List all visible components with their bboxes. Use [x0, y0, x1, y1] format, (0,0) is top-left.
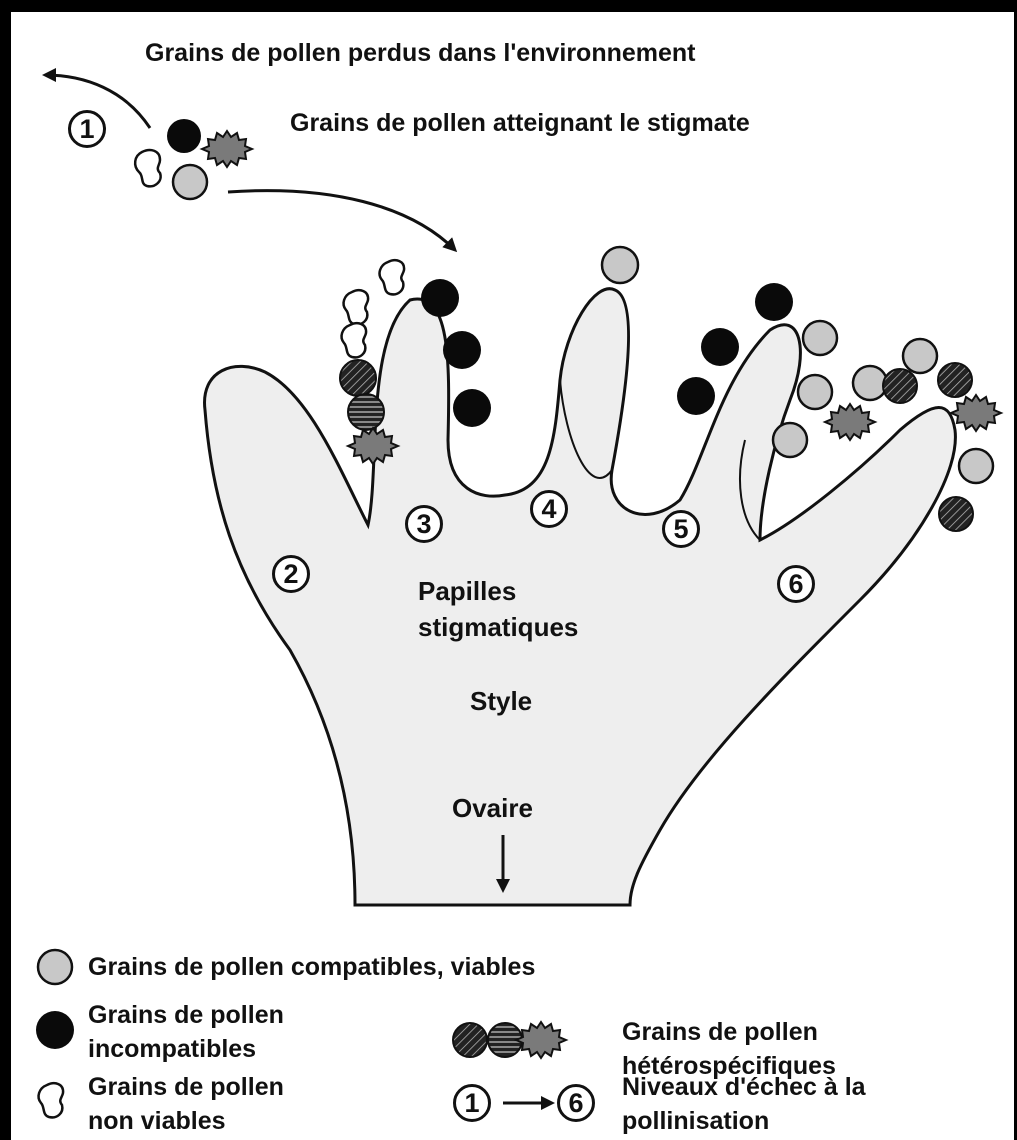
- compatible-grain: [602, 247, 638, 283]
- reaching-arrow: [228, 191, 455, 250]
- heterospecific-hatched-grain: [939, 497, 973, 531]
- legend-compatible-label: Grains de pollen compatibles, viables: [88, 952, 535, 982]
- incompatible-grain: [443, 331, 481, 369]
- level-2-marker: 2: [272, 555, 310, 593]
- compatible-grain: [798, 375, 832, 409]
- compatible-grain: [803, 321, 837, 355]
- incompatible-grain: [453, 389, 491, 427]
- ovary-label: Ovaire: [452, 793, 533, 823]
- incompatible-grain: [167, 119, 201, 153]
- nonviable-grain: [344, 290, 369, 324]
- compatible-grain: [959, 449, 993, 483]
- legend-incompatible-label: Grains de pollen incompatibles: [88, 998, 284, 1066]
- incompatible-grain: [421, 279, 459, 317]
- heterospecific-hatched-grain: [883, 369, 917, 403]
- level-1-marker: 1: [68, 110, 106, 148]
- heterospecific-striped-grain: [348, 394, 384, 430]
- incompatible-grain: [701, 328, 739, 366]
- incompatible-grain: [755, 283, 793, 321]
- compatible-grain: [773, 423, 807, 457]
- style-label: Style: [470, 686, 532, 716]
- papilles-label: Papilles stigmatiques: [418, 573, 578, 645]
- reaching-pollen-label: Grains de pollen atteignant le stigmate: [290, 108, 750, 138]
- legend-range-to: 6: [557, 1084, 595, 1122]
- level-6-marker: 6: [777, 565, 815, 603]
- legend-nonviable-icon: [39, 1083, 64, 1117]
- lost-pollen-label: Grains de pollen perdus dans l'environne…: [145, 38, 696, 68]
- level-5-marker: 5: [662, 510, 700, 548]
- legend-failure-label: Niveaux d'échec à la pollinisation: [622, 1070, 866, 1138]
- nonviable-grain: [342, 323, 367, 357]
- nonviable-grain: [135, 150, 161, 186]
- compatible-grain: [173, 165, 207, 199]
- stigma-body: [205, 289, 956, 905]
- legend-incompatible-icon: [36, 1011, 74, 1049]
- legend-hatched-icon: [453, 1023, 487, 1057]
- compatible-grain: [903, 339, 937, 373]
- heterospecific-hatched-grain: [340, 360, 376, 396]
- legend-spiky-icon: [516, 1022, 566, 1058]
- heterospecific-hatched-grain: [938, 363, 972, 397]
- level-4-marker: 4: [530, 490, 568, 528]
- legend-nonviable-label: Grains de pollen non viables: [88, 1070, 284, 1138]
- nonviable-grain: [380, 260, 405, 294]
- heterospecific-spiky-grain: [951, 395, 1001, 431]
- legend-range-from: 1: [453, 1084, 491, 1122]
- heterospecific-spiky-grain: [825, 404, 875, 440]
- legend-compatible-icon: [38, 950, 72, 984]
- level-3-marker: 3: [405, 505, 443, 543]
- heterospecific-spiky-grain: [202, 131, 252, 167]
- compatible-grain: [853, 366, 887, 400]
- incompatible-grain: [677, 377, 715, 415]
